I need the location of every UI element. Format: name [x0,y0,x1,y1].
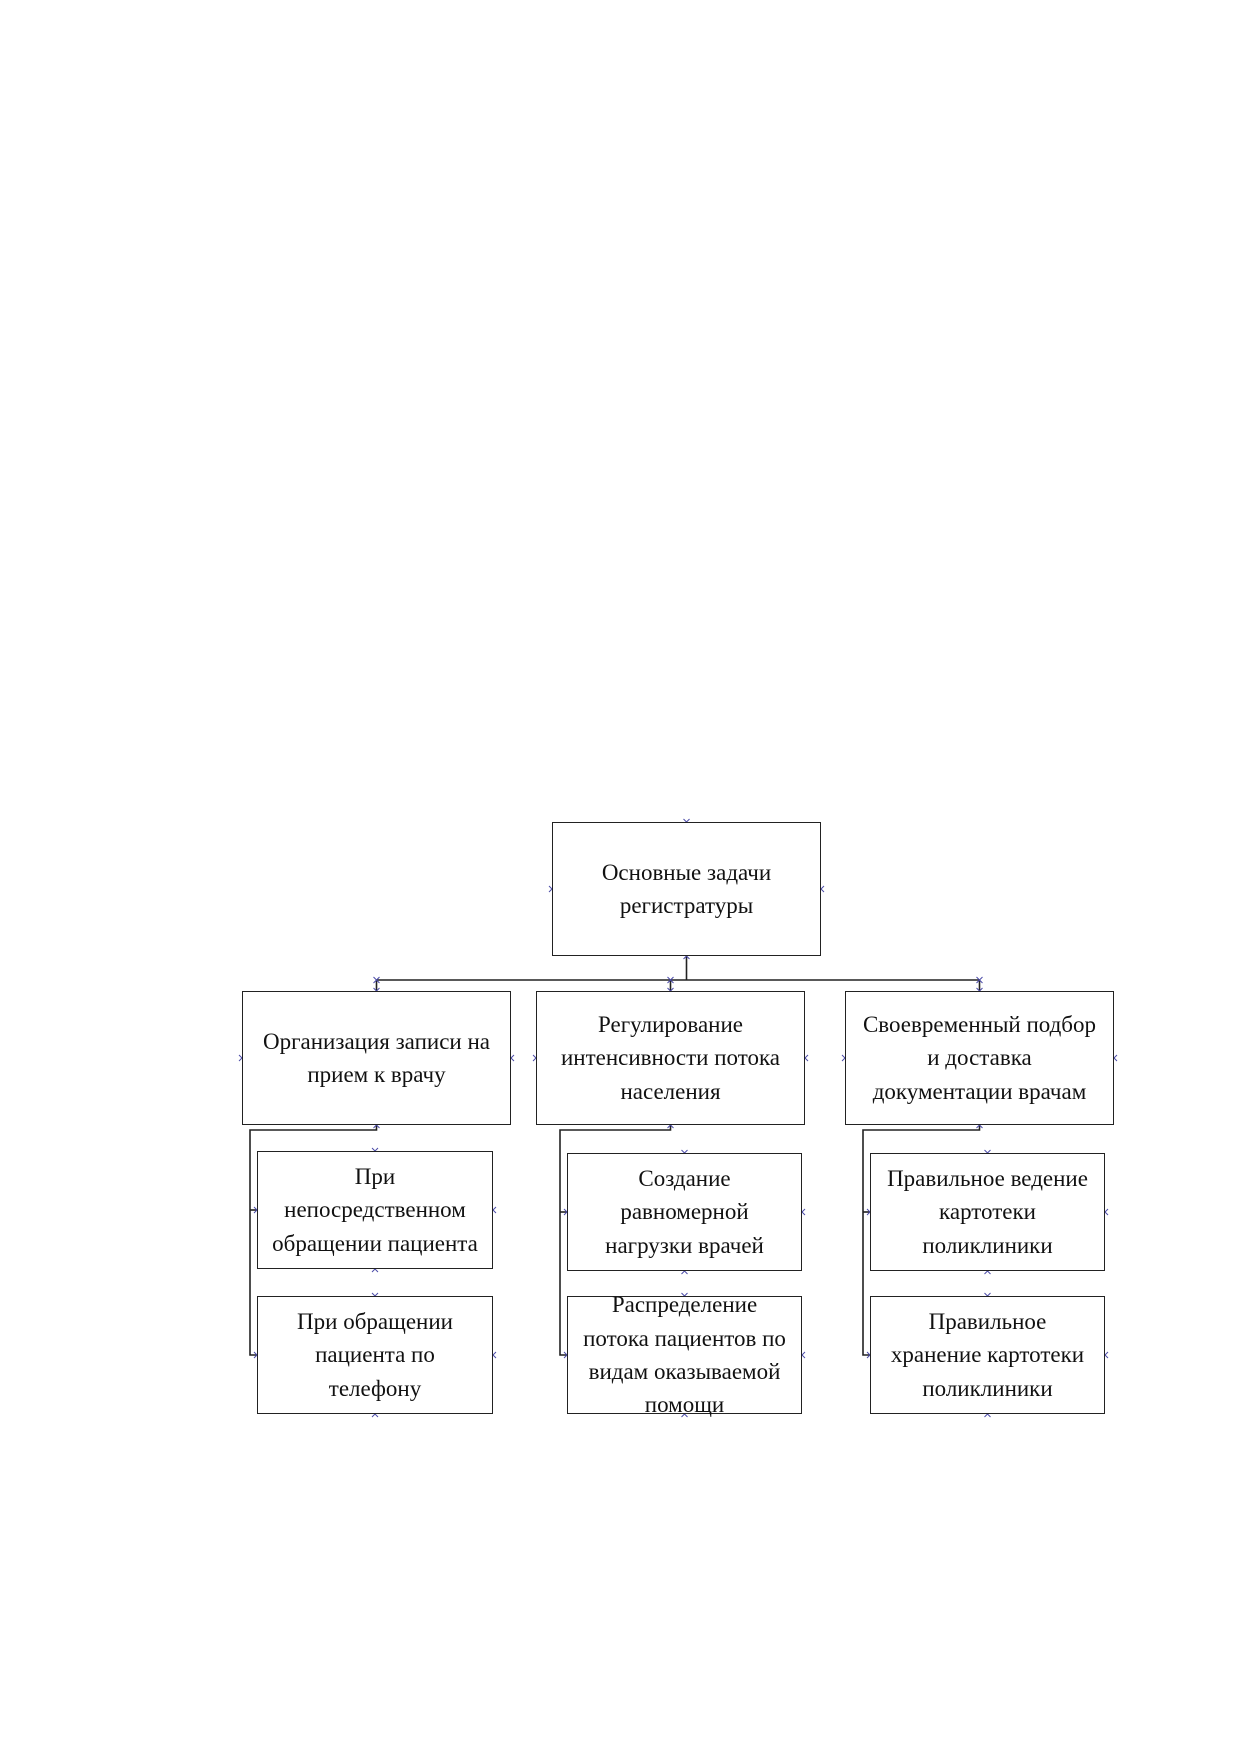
child-node-phone-call: При обращении пациента по телефону [257,1296,493,1414]
child-label: При непосредственном обращении пациента [272,1163,478,1256]
connection-handle-icon [667,976,674,984]
root-label: Основные задачи регистратуры [601,859,772,918]
connection-handle-icon [373,976,380,984]
child-node-card-keeping: Правильное ведение картотеки поликлиники [870,1153,1105,1271]
child-node-card-storage: Правильное хранение картотеки поликлиник… [870,1296,1105,1414]
child-connector-line [862,1125,981,1356]
child-connector-line [559,1125,672,1356]
branch-label: Регулирование интенсивности потока насел… [560,1011,781,1104]
child-label: Создание равномерной нагрузки врачей [605,1165,764,1258]
child-node-direct-visit: При непосредственном обращении пациента [257,1151,493,1269]
connection-handle-icon [976,976,983,984]
child-label: При обращении пациента по телефону [297,1308,453,1401]
child-label: Распределение потока пациентов по видам … [583,1292,786,1418]
child-label: Правильное хранение картотеки поликлиник… [890,1308,1085,1401]
branch-node-flow-regulation: Регулирование интенсивности потока насел… [536,991,805,1125]
branch-label: Своевременный подбор и доставка документ… [862,1011,1097,1104]
child-node-even-load: Создание равномерной нагрузки врачей [567,1153,802,1271]
branch-node-appointment: Организация записи на прием к врачу [242,991,511,1125]
branch-node-documentation: Своевременный подбор и доставка документ… [845,991,1114,1125]
child-connector-line [249,1125,378,1356]
root-node: Основные задачи регистратуры [552,822,821,956]
child-label: Правильное ведение картотеки поликлиники [887,1165,1088,1258]
branch-label: Организация записи на прием к врачу [262,1028,490,1087]
child-node-patient-distribution: Распределение потока пациентов по видам … [567,1292,802,1417]
